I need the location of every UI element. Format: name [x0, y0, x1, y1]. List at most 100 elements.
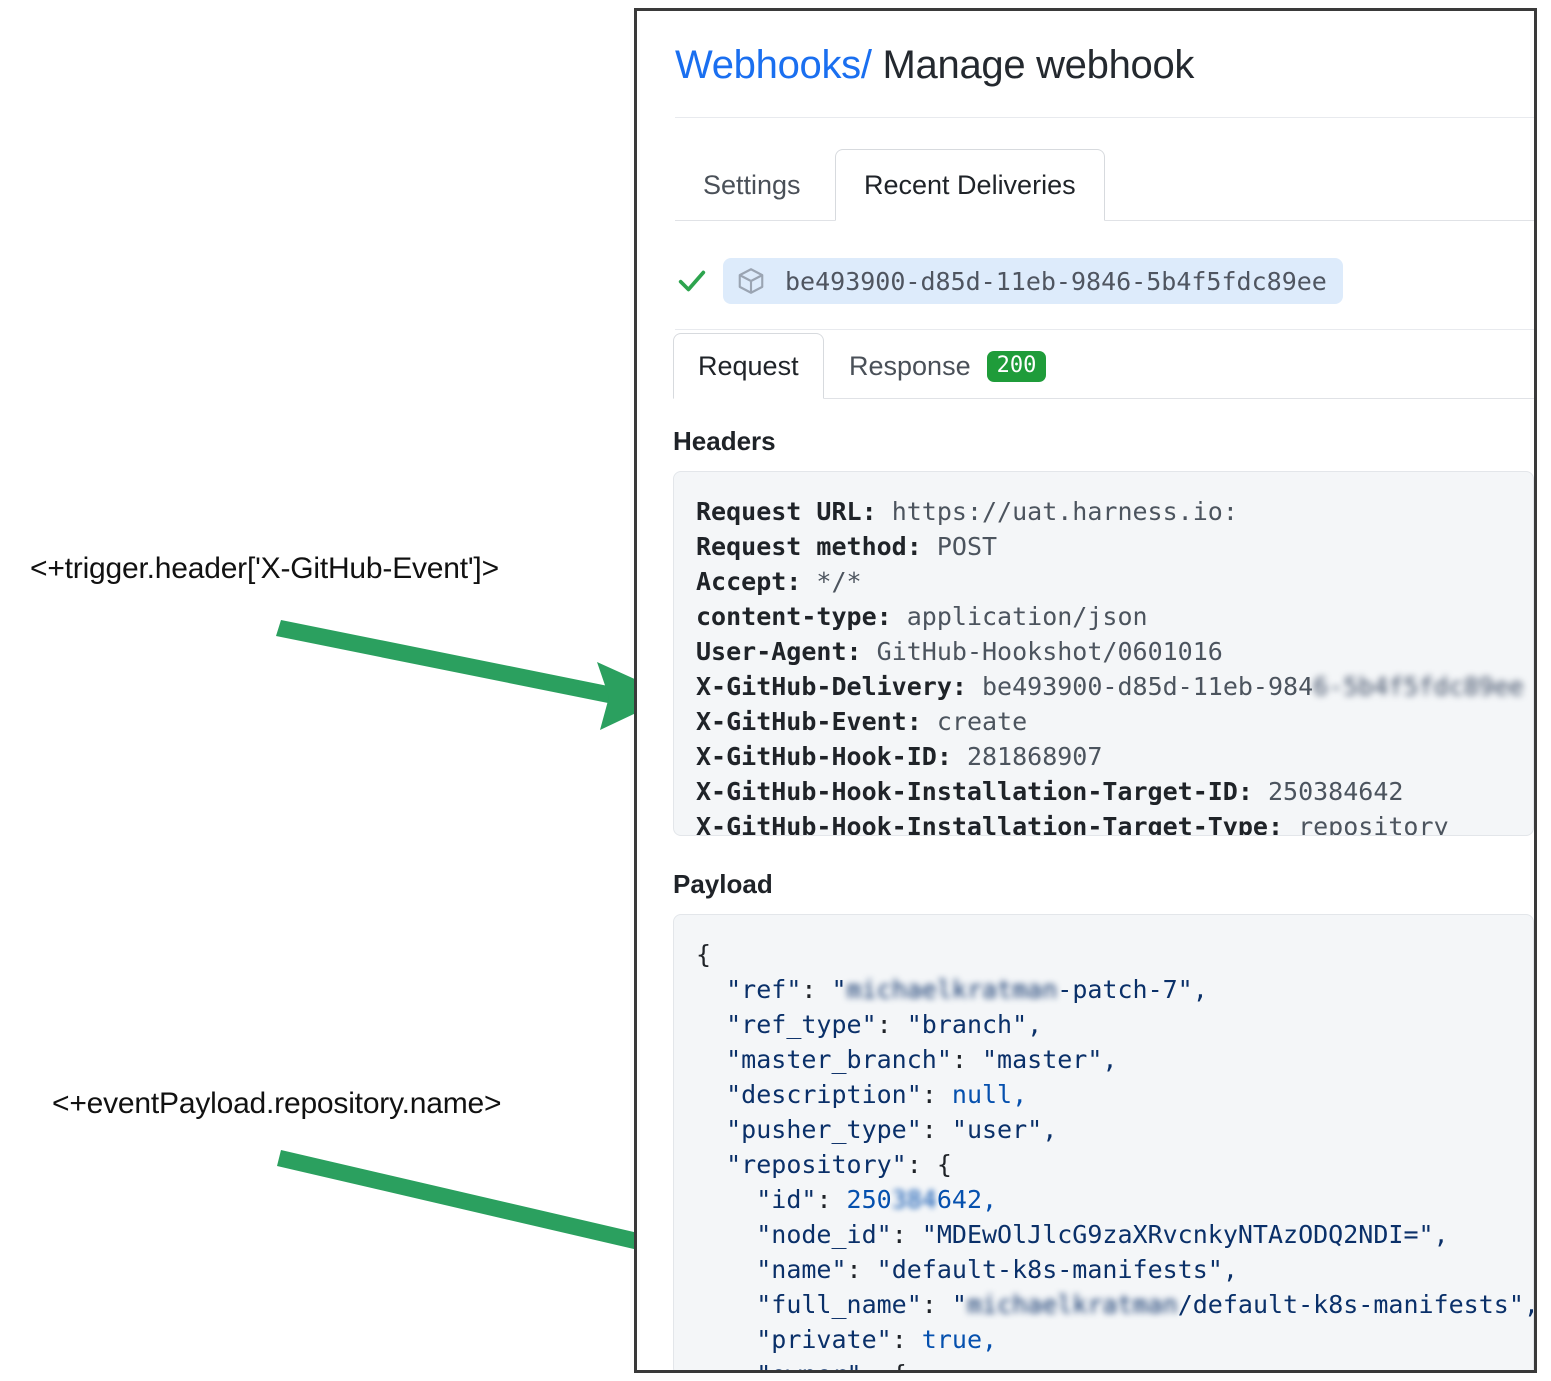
payload-line: "full_name": "michaelkratman/default-k8s…: [696, 1287, 1533, 1322]
payload-value: /default-k8s-manifests",: [1177, 1290, 1534, 1319]
payload-value: "MDEwOlJlcG9zaXRvcnkyNTAzODQ2NDI=",: [921, 1220, 1449, 1249]
check-icon: [675, 264, 709, 298]
payload-colon: :: [846, 1255, 877, 1284]
payload-line: {: [696, 937, 1533, 972]
payload-key: "master_branch": [726, 1045, 952, 1074]
header-value: GitHub-Hookshot/0601016: [876, 637, 1223, 666]
payload-key: "pusher_type": [726, 1115, 922, 1144]
payload-colon: :: [891, 1325, 922, 1354]
payload-value: true,: [921, 1325, 998, 1354]
payload-line: "node_id": "MDEwOlJlcG9zaXRvcnkyNTAzODQ2…: [696, 1217, 1533, 1252]
payload-key: "repository": [726, 1150, 907, 1179]
delivery-guid-pill[interactable]: be493900-d85d-11eb-9846-5b4f5fdc89ee: [723, 258, 1343, 304]
header-line: Accept: */*: [696, 564, 1533, 599]
payload-line: "ref": "michaelkratman-patch-7",: [696, 972, 1533, 1007]
header-value: https://uat.harness.io:: [891, 497, 1238, 526]
payload-value: "user",: [951, 1115, 1058, 1144]
payload-key: "ref": [726, 975, 802, 1004]
arrow-to-github-event: [276, 620, 672, 730]
request-response-tabstrip: Request Response 200: [673, 333, 1534, 399]
delivery-row[interactable]: be493900-d85d-11eb-9846-5b4f5fdc89ee: [675, 255, 1343, 307]
annotation-event-payload-expression: <+eventPayload.repository.name>: [52, 1087, 502, 1120]
payload-line: "ref_type": "branch",: [696, 1007, 1533, 1042]
header-line: X-GitHub-Hook-ID: 281868907: [696, 739, 1533, 774]
header-line: User-Agent: GitHub-Hookshot/0601016: [696, 634, 1533, 669]
header-line: Request URL: https://uat.harness.io:: [696, 494, 1533, 529]
header-key: X-GitHub-Event:: [696, 707, 922, 736]
payload-colon: :: [921, 1115, 952, 1144]
payload-line: "master_branch": "master",: [696, 1042, 1533, 1077]
header-key: content-type:: [696, 602, 892, 631]
tab-response[interactable]: Response 200: [825, 333, 1070, 399]
payload-value: ": [831, 975, 847, 1004]
header-key: X-GitHub-Hook-Installation-Target-ID:: [696, 777, 1253, 806]
header-key: Request URL:: [696, 497, 877, 526]
payload-value: 250: [846, 1185, 892, 1214]
payload-value: 642,: [936, 1185, 998, 1214]
header-line: X-GitHub-Hook-Installation-Target-ID: 25…: [696, 774, 1533, 809]
header-key: X-GitHub-Hook-Installation-Target-Type:: [696, 812, 1283, 836]
payload-line: "pusher_type": "user",: [696, 1112, 1533, 1147]
payload-line: "name": "default-k8s-manifests",: [696, 1252, 1533, 1287]
payload-value: {: [892, 1360, 907, 1370]
payload-label: Payload: [673, 869, 773, 899]
payload-colon: :: [891, 1220, 922, 1249]
tab-settings[interactable]: Settings: [703, 169, 801, 200]
inner-tabstrip-baseline: [673, 398, 1534, 399]
header-value: POST: [936, 532, 998, 561]
breadcrumb-current: Manage webhook: [882, 43, 1195, 87]
header-key: X-GitHub-Delivery:: [696, 672, 967, 701]
payload-colon: :: [801, 975, 832, 1004]
payload-value: null,: [951, 1080, 1028, 1109]
payload-colon: :: [921, 1290, 952, 1319]
header-value: 281868907: [966, 742, 1103, 771]
payload-colon: :: [921, 1080, 952, 1109]
header-line: Request method: POST: [696, 529, 1533, 564]
tab-response-label: Response: [849, 350, 971, 381]
payload-code-block: { "ref": "michaelkratman-patch-7", "ref_…: [673, 914, 1534, 1370]
payload-value: -patch-7",: [1057, 975, 1208, 1004]
payload-colon: :: [906, 1150, 937, 1179]
webhook-tabstrip: Settings Recent Deliveries: [675, 149, 1534, 221]
payload-colon: :: [951, 1045, 982, 1074]
breadcrumb-separator: /: [860, 43, 872, 87]
delivery-guid-text: be493900-d85d-11eb-9846-5b4f5fdc89ee: [785, 266, 1327, 296]
annotation-trigger-header-expression: <+trigger.header['X-GitHub-Event']>: [30, 552, 499, 585]
header-value: 250384642: [1267, 777, 1404, 806]
breadcrumb-webhooks-link[interactable]: Webhooks: [675, 43, 861, 87]
delivery-divider: [675, 329, 1534, 330]
payload-value-redacted: 384: [891, 1185, 937, 1214]
header-line: content-type: application/json: [696, 599, 1533, 634]
header-value-redacted: 6-5b4f5fdc89ee: [1313, 672, 1524, 701]
header-line: X-GitHub-Hook-Installation-Target-Type: …: [696, 809, 1533, 836]
header-key: Accept:: [696, 567, 802, 596]
header-key: X-GitHub-Hook-ID:: [696, 742, 952, 771]
header-value: application/json: [906, 602, 1148, 631]
payload-line: "private": true,: [696, 1322, 1533, 1357]
response-status-badge: 200: [986, 350, 1047, 382]
payload-key: "ref_type": [726, 1010, 877, 1039]
payload-value: "default-k8s-manifests",: [876, 1255, 1238, 1284]
tab-recent-deliveries[interactable]: Recent Deliveries: [835, 149, 1105, 221]
package-cube-icon: [735, 265, 767, 297]
payload-value-redacted: michaelkratman: [846, 975, 1058, 1004]
payload-key: "owner": [756, 1360, 861, 1370]
header-value: create: [936, 707, 1028, 736]
payload-key: "full_name": [756, 1290, 922, 1319]
payload-key: "private": [756, 1325, 892, 1354]
payload-line: "owner": {: [696, 1357, 1533, 1370]
page-title: Webhooks/ Manage webhook: [675, 43, 1194, 88]
headers-label: Headers: [673, 426, 776, 456]
payload-value-redacted: michaelkratman: [966, 1290, 1178, 1319]
tab-request[interactable]: Request: [673, 333, 824, 399]
header-value: repository: [1298, 812, 1449, 836]
header-value: be493900-d85d-11eb-984: [982, 672, 1314, 701]
header-key: Request method:: [696, 532, 922, 561]
payload-brace: {: [696, 940, 712, 969]
payload-key: "name": [756, 1255, 847, 1284]
payload-value: "master",: [982, 1045, 1118, 1074]
payload-value: "branch",: [906, 1010, 1043, 1039]
title-divider: [675, 117, 1534, 118]
payload-line: "id": 250384642,: [696, 1182, 1533, 1217]
payload-line: "description": null,: [696, 1077, 1533, 1112]
